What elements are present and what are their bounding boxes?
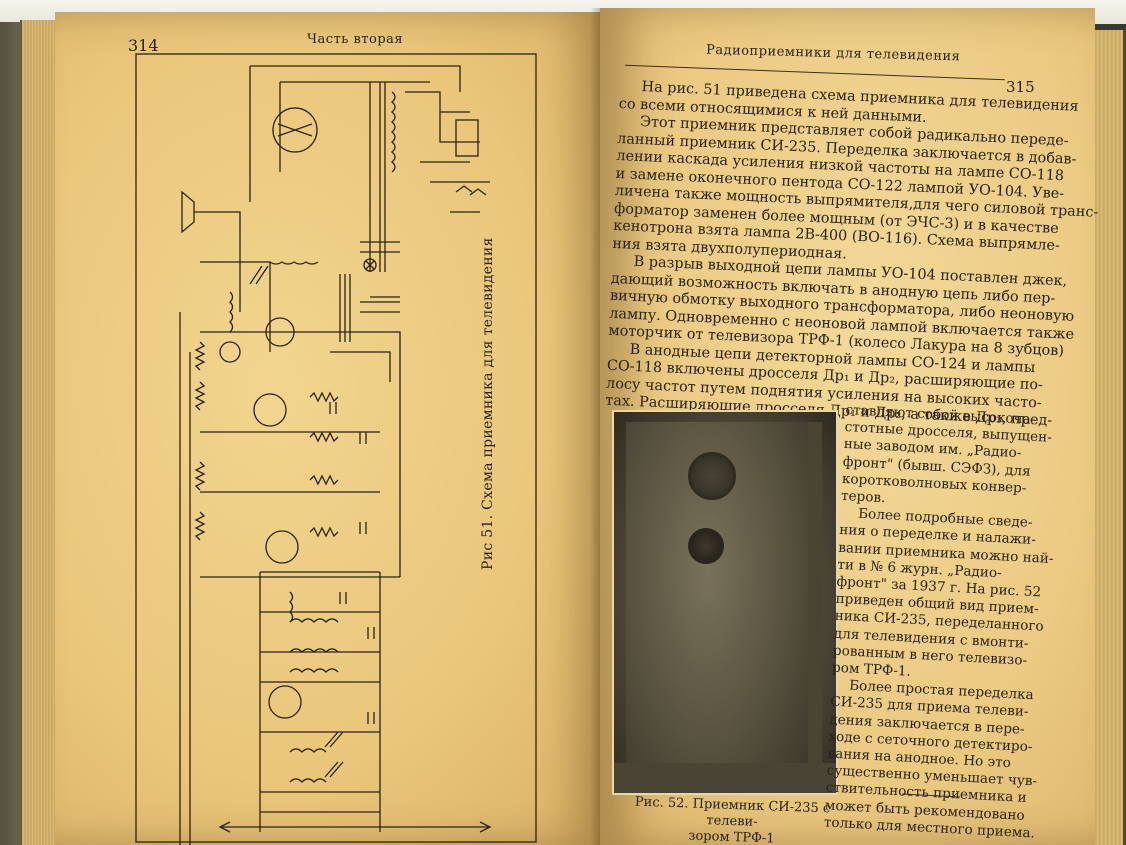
page-number: 315	[1006, 78, 1035, 96]
running-head: Часть вторая	[307, 32, 404, 47]
receiver-photo	[612, 410, 838, 795]
tube-icon	[219, 341, 241, 363]
tube-icon	[253, 393, 287, 427]
speaker-icon	[181, 190, 195, 234]
circuit-schematic	[135, 53, 537, 845]
side-column-text: ставляют собой высокоча- стотные дроссел…	[823, 402, 1054, 842]
left-page	[55, 12, 607, 845]
photo-floor	[614, 763, 836, 793]
tube-icon	[268, 685, 302, 719]
receiver-cabinet	[626, 422, 822, 790]
jack-switch	[455, 119, 479, 157]
figure-caption: Рис. 52. Приемник СИ-235 с телеви- зором…	[611, 794, 853, 845]
page-number: 314	[128, 36, 159, 55]
tube-icon	[265, 530, 299, 564]
neon-lamp-icon	[363, 258, 377, 272]
control-knob-icon	[688, 528, 724, 564]
dial-knob-icon	[688, 452, 736, 500]
figure-caption: Рис 51. Схема приемника для телевидения	[480, 237, 496, 570]
rectifier-tube-icon	[272, 107, 318, 153]
body-text: На рис. 51 приведена схема приемника для…	[605, 78, 1099, 429]
schematic-border	[135, 53, 537, 843]
